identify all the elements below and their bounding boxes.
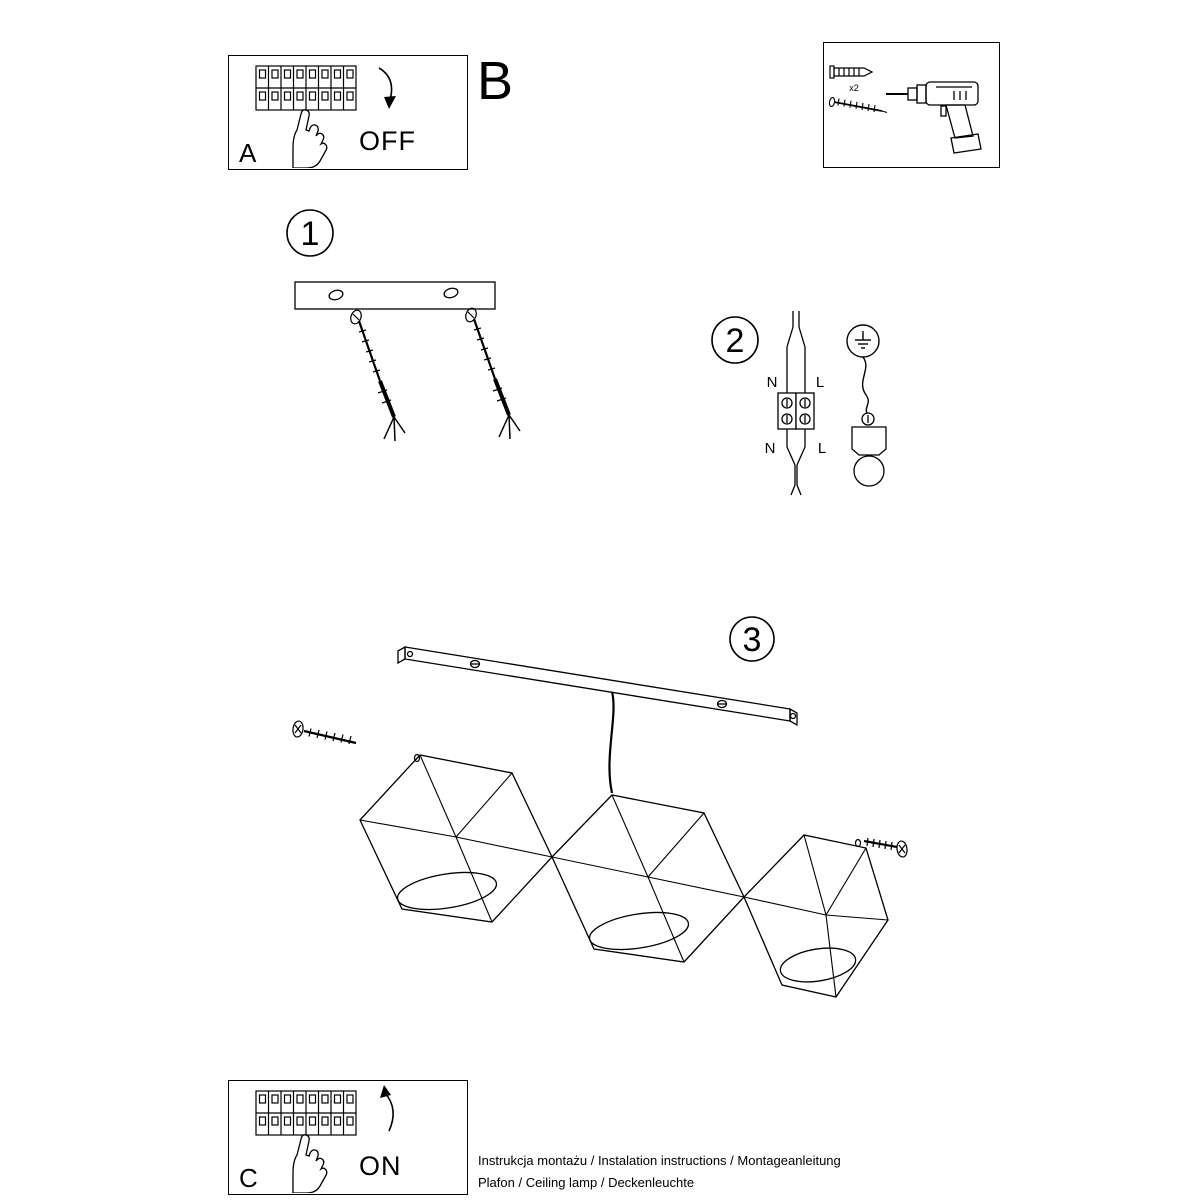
left-screw-icon (292, 720, 421, 763)
step2-number: 2 (726, 322, 745, 360)
mounting-bracket (294, 281, 496, 310)
step1-illustration: 1 (286, 209, 521, 442)
lamp-facets (359, 754, 553, 923)
wall-plug-icon (829, 65, 874, 79)
mounting-screw-icon (828, 97, 888, 114)
lamp-opening (588, 911, 690, 951)
lamp-opening (396, 871, 498, 911)
arrow-up-icon (380, 1085, 394, 1132)
ceiling-bar (397, 645, 798, 727)
right-screw-icon (854, 837, 908, 858)
anchor-screw-icon (465, 307, 521, 440)
step3-circle (729, 616, 775, 662)
ground-wire (861, 356, 869, 414)
tools-illustration: x2 (828, 65, 982, 154)
ground-symbol-icon (846, 324, 880, 358)
lamp-opening (779, 947, 857, 983)
cable-connector-icon (851, 412, 887, 487)
breaker-panel-icon (255, 1090, 357, 1136)
hand-icon (292, 109, 328, 168)
section-b-label: B (477, 51, 514, 111)
lamp-facets (743, 834, 889, 998)
box-c-label: C (239, 1163, 258, 1193)
power-on-label: ON (359, 1151, 402, 1181)
power-cable-icon (786, 311, 806, 496)
step1-number: 1 (301, 215, 320, 253)
step3-number: 3 (743, 621, 762, 659)
footer-line-1: Instrukcja montażu / Instalation instruc… (478, 1153, 841, 1168)
anchor-screw-icon (350, 309, 406, 442)
step3-illustration: 3 (292, 616, 908, 998)
footer-line-2: Plafon / Ceiling lamp / Deckenleuchte (478, 1175, 695, 1190)
lamp-body (359, 754, 889, 998)
step2-circle (711, 316, 759, 364)
box-c-illustration (255, 1085, 394, 1193)
step-c-box: ON C (228, 1080, 468, 1195)
box-a-label: A (239, 138, 257, 168)
step2-illustration: 2 N L N L (711, 311, 887, 496)
anchor-qty-label: x2 (849, 83, 859, 93)
arrow-down-icon (378, 67, 396, 109)
step-a-box: OFF A (228, 55, 468, 170)
step1-circle (286, 209, 334, 257)
breaker-panel-icon (255, 65, 357, 111)
wire-n-top-label: N (767, 374, 778, 391)
wire-l-top-label: L (816, 374, 824, 391)
terminal-block-icon (777, 392, 815, 430)
wire-n-bottom-label: N (765, 440, 776, 457)
lamp-facets (551, 794, 745, 963)
hand-icon (292, 1134, 328, 1193)
power-off-label: OFF (359, 126, 416, 156)
footer: Instrukcja montażu / Instalation instruc… (478, 1150, 841, 1194)
tools-box: x2 (823, 42, 1000, 168)
wire-l-bottom-label: L (818, 440, 826, 457)
box-a-illustration (255, 65, 396, 168)
lamp-cable (608, 691, 615, 794)
drill-icon (886, 81, 982, 154)
